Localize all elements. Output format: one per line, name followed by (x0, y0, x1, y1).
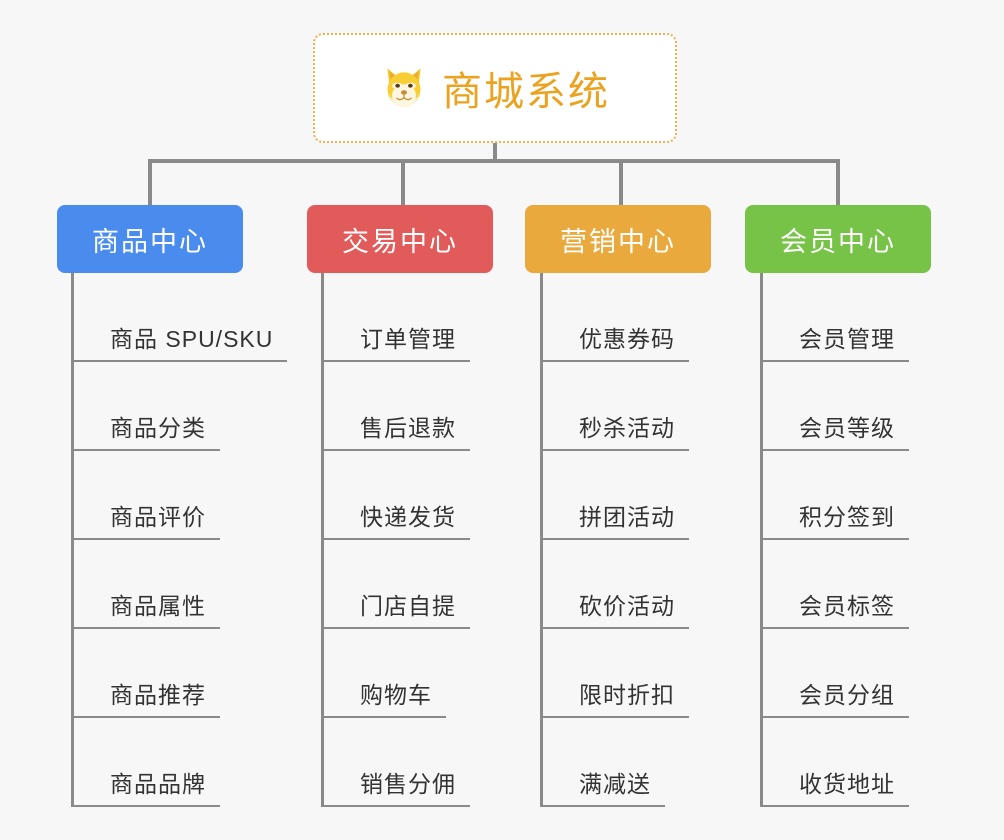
list-item[interactable]: 商品品牌 (74, 718, 287, 807)
list-item[interactable]: 会员标签 (763, 540, 909, 629)
list-item[interactable]: 会员管理 (763, 273, 909, 362)
list-item[interactable]: 会员分组 (763, 629, 909, 718)
list-item[interactable]: 商品 SPU/SKU (74, 273, 288, 362)
root-node[interactable]: 商城系统 (313, 33, 677, 143)
branch-drop-connector (148, 159, 152, 205)
leaf-label: 优惠券码 (543, 320, 689, 362)
branch-leaf-list-trade: 订单管理 售后退款 快递发货 门店自提 购物车 销售分佣 (321, 273, 470, 807)
list-item[interactable]: 会员等级 (763, 362, 909, 451)
leaf-label: 收货地址 (763, 765, 909, 807)
leaf-label: 满减送 (543, 765, 665, 807)
branch-bus-connector (150, 159, 840, 163)
leaf-label: 订单管理 (324, 320, 470, 362)
branch-drop-connector (836, 159, 840, 205)
list-item[interactable]: 商品评价 (74, 451, 287, 540)
list-item[interactable]: 商品分类 (74, 362, 287, 451)
root-title: 商城系统 (442, 70, 610, 114)
branch-leaf-list-marketing: 优惠券码 秒杀活动 拼团活动 砍价活动 限时折扣 满减送 (540, 273, 689, 807)
list-item[interactable]: 满减送 (543, 718, 689, 807)
list-item[interactable]: 订单管理 (324, 273, 470, 362)
leaf-label: 会员标签 (763, 587, 909, 629)
leaf-label: 快递发货 (324, 498, 470, 540)
leaf-label: 砍价活动 (543, 587, 689, 629)
branch-header-trade[interactable]: 交易中心 (307, 205, 493, 273)
leaf-label: 门店自提 (324, 587, 470, 629)
list-item[interactable]: 商品推荐 (74, 629, 287, 718)
list-item[interactable]: 砍价活动 (543, 540, 689, 629)
list-item[interactable]: 拼团活动 (543, 451, 689, 540)
branch-leaf-list-member: 会员管理 会员等级 积分签到 会员标签 会员分组 收货地址 (760, 273, 909, 807)
root-stem-connector (493, 143, 497, 162)
leaf-label: 商品推荐 (74, 676, 220, 718)
leaf-label: 商品品牌 (74, 765, 220, 807)
list-item[interactable]: 限时折扣 (543, 629, 689, 718)
leaf-label: 会员管理 (763, 320, 909, 362)
leaf-label: 拼团活动 (543, 498, 689, 540)
leaf-label: 会员等级 (763, 409, 909, 451)
list-item[interactable]: 积分签到 (763, 451, 909, 540)
leaf-label: 购物车 (324, 676, 446, 718)
leaf-label: 商品分类 (74, 409, 220, 451)
leaf-label: 限时折扣 (543, 676, 689, 718)
branch-drop-connector (401, 159, 405, 205)
leaf-label: 售后退款 (324, 409, 470, 451)
branch-header-member[interactable]: 会员中心 (745, 205, 931, 273)
list-item[interactable]: 优惠券码 (543, 273, 689, 362)
leaf-label: 会员分组 (763, 676, 909, 718)
list-item[interactable]: 商品属性 (74, 540, 287, 629)
leaf-label: 商品评价 (74, 498, 220, 540)
shiba-dog-face-icon (380, 64, 428, 112)
list-item[interactable]: 秒杀活动 (543, 362, 689, 451)
list-item[interactable]: 销售分佣 (324, 718, 470, 807)
leaf-label: 积分签到 (763, 498, 909, 540)
branch-leaf-list-product: 商品 SPU/SKU 商品分类 商品评价 商品属性 商品推荐 商品品牌 (71, 273, 288, 807)
leaf-label: 秒杀活动 (543, 409, 689, 451)
list-item[interactable]: 售后退款 (324, 362, 470, 451)
leaf-label: 商品属性 (74, 587, 220, 629)
list-item[interactable]: 快递发货 (324, 451, 470, 540)
leaf-label: 销售分佣 (324, 765, 470, 807)
list-item[interactable]: 门店自提 (324, 540, 470, 629)
list-item[interactable]: 购物车 (324, 629, 470, 718)
list-item[interactable]: 收货地址 (763, 718, 909, 807)
branch-header-marketing[interactable]: 营销中心 (525, 205, 711, 273)
branch-header-product[interactable]: 商品中心 (57, 205, 243, 273)
branch-drop-connector (619, 159, 623, 205)
leaf-label: 商品 SPU/SKU (74, 320, 288, 362)
